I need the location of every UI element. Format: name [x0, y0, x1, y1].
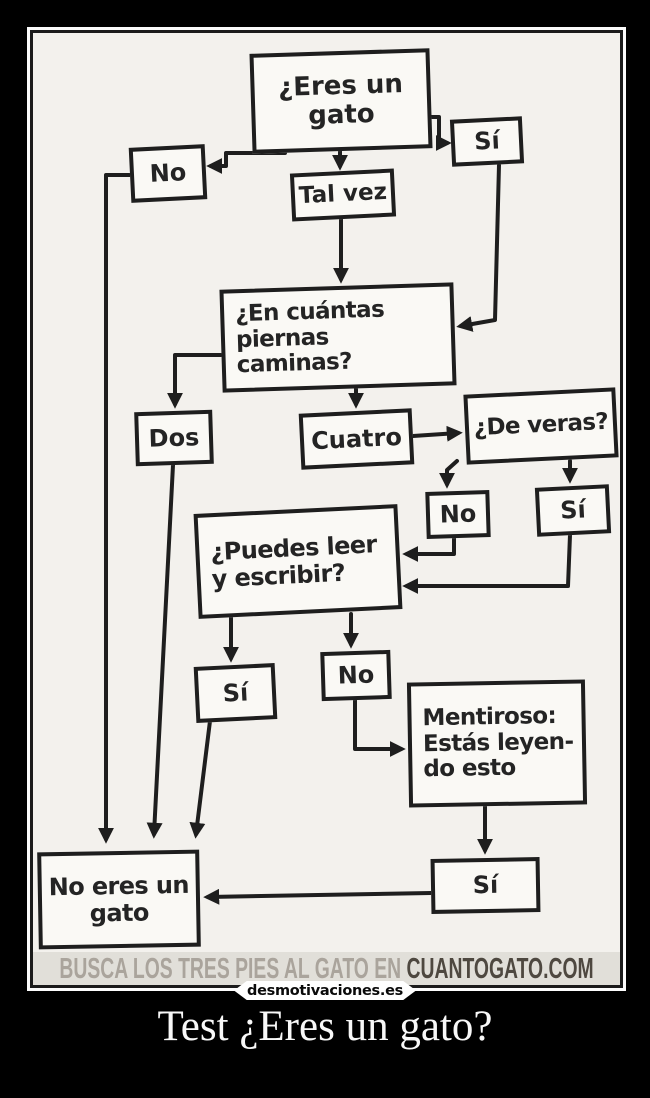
node-dos: Dos — [134, 409, 214, 467]
connector-cuatro-to-de-veras — [411, 425, 463, 442]
watermark-prefix: BUSCA LOS TRES PIES AL GATO EN — [59, 952, 407, 985]
node-si-low: Sí — [193, 663, 278, 723]
node-text: gato — [307, 98, 376, 132]
connector-no-top-to-no-eres — [98, 173, 132, 844]
node-text: Sí — [472, 870, 499, 900]
connector-si-mid-to-puedes — [402, 533, 572, 594]
site-banner-label: desmotivaciones.es — [247, 982, 403, 999]
node-no-low: No — [320, 649, 392, 702]
connector-eres-to-si-top — [429, 115, 452, 151]
node-text: piernas caminas? — [235, 323, 353, 379]
connector-no-mid-to-puedes — [402, 536, 456, 562]
node-mentiroso: Mentiroso: Estás leyen- do esto — [406, 679, 588, 808]
node-si-top: Sí — [449, 116, 525, 167]
connector-layer — [98, 115, 578, 905]
node-text: Sí — [222, 677, 249, 708]
poster-caption: Test ¿Eres un gato? — [157, 1003, 493, 1050]
node-text: y escribir? — [211, 558, 346, 593]
node-si-bottom: Sí — [430, 857, 541, 914]
connector-dos-to-no-eres — [146, 463, 175, 839]
connector-en-cuantas-to-dos — [167, 353, 223, 409]
connector-de-veras-to-no-mid — [439, 459, 459, 489]
flowchart-photo: ¿Eres un gato Sí No Tal vez ¿En cuántas … — [30, 30, 623, 988]
node-text: Sí — [473, 126, 501, 156]
node-text: No — [149, 158, 187, 188]
node-tal-vez: Tal vez — [289, 168, 397, 222]
node-text: Tal vez — [298, 178, 388, 210]
node-text: Mentiroso: — [422, 702, 557, 732]
connector-si-bottom-to-no-eres — [203, 888, 433, 905]
node-no-eres-un-gato: No eres un gato — [37, 849, 201, 950]
node-en-cuantas-piernas: ¿En cuántas piernas caminas? — [219, 282, 457, 393]
node-text: Sí — [559, 495, 587, 525]
node-text: gato — [89, 897, 149, 928]
node-text: ¿De veras? — [473, 408, 609, 442]
node-no-top: No — [128, 144, 208, 203]
site-banner: desmotivaciones.es — [234, 981, 416, 1000]
node-puedes-leer-escribir: ¿Puedes leer y escribir? — [193, 504, 403, 619]
connector-si-top-to-en-cuantas — [456, 163, 501, 332]
node-si-mid: Sí — [534, 484, 612, 537]
node-text: Estás leyen- — [422, 728, 574, 757]
node-de-veras: ¿De veras? — [463, 387, 619, 465]
node-text: No — [439, 499, 477, 529]
node-text: do esto — [423, 755, 516, 783]
watermark-site: CUANTOGATO.COM — [406, 952, 594, 985]
connector-eres-to-no-top — [206, 151, 287, 174]
node-eres-un-gato: ¿Eres un gato — [249, 48, 433, 154]
node-text: No — [337, 660, 375, 690]
node-text: No eres un — [48, 870, 190, 901]
node-text: ¿Eres un — [277, 68, 404, 103]
watermark-text: BUSCA LOS TRES PIES AL GATO EN CUANTOGAT… — [59, 952, 593, 985]
node-text: Dos — [148, 422, 200, 453]
node-no-mid: No — [425, 490, 491, 539]
connector-no-low-to-mentiroso — [353, 698, 406, 757]
watermark-bar: BUSCA LOS TRES PIES AL GATO EN CUANTOGAT… — [33, 952, 620, 985]
connector-si-low-to-no-eres — [189, 719, 212, 839]
node-text: Cuatro — [310, 422, 403, 455]
node-cuatro: Cuatro — [298, 408, 415, 470]
